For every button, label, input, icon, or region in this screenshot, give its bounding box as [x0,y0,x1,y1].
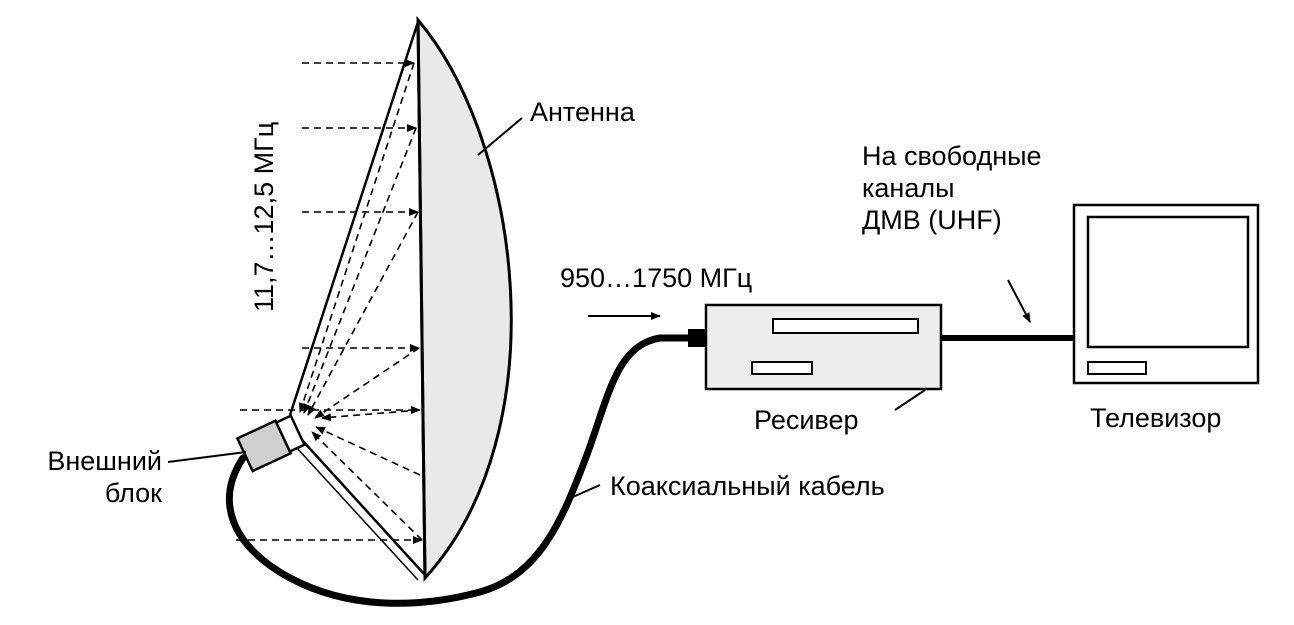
feed-support-upper [288,21,420,416]
reflected-arrow-4 [314,347,420,419]
cable-connector [688,329,706,347]
receiver [704,303,943,391]
coax-label-leader [565,484,601,501]
coax-cable-label: Коаксиальный кабель [610,471,885,501]
tv-set [1072,203,1260,385]
antenna-label: Антенна [530,97,635,127]
reflected-arrow-1 [298,62,415,413]
tv-label: Телевизор [1090,403,1222,433]
uhf-pointer-arrow [1007,279,1031,323]
receiver-slot-main [772,318,919,334]
uhf-label-line1: На свободные [862,141,1042,171]
tv-screen [1086,215,1250,349]
frequency-band-label: 11,7…12,5 МГц [249,121,279,312]
outdoor-unit-label-line1: Внешний [47,446,162,476]
antenna-label-leader [477,117,523,156]
outdoor-unit-label-line2: блок [104,478,162,508]
coax-cable [225,334,696,607]
uhf-label-line3: ДМВ (UHF) [862,205,1002,235]
uhf-channels-label: На свободные каналы ДМВ (UHF) [862,140,1102,236]
feed-support-lower-2 [295,446,419,581]
uhf-label-line2: каналы [862,173,955,203]
tv-control-panel [1087,361,1147,375]
feed-support-lower [301,439,426,576]
reflected-arrow-7 [311,431,423,541]
reflected-arrow-2 [303,127,417,414]
dish-reflector [416,15,513,582]
outdoor-unit [235,414,307,473]
receiver-label-leader [894,389,926,411]
outdoor-unit-label-leader [167,451,247,463]
outdoor-unit-label: Внешний блок [12,445,162,509]
receiver-label: Ресивер [754,405,859,435]
incoming-signal-arrows [236,59,423,544]
reflected-arrow-5 [321,409,421,422]
if-frequency-label: 950…1750 МГц [560,263,753,293]
reflected-arrow-3 [307,211,419,416]
dish-aperture-line [416,19,427,579]
reflected-signal-arrows [298,62,423,541]
receiver-slot-small [751,361,813,375]
